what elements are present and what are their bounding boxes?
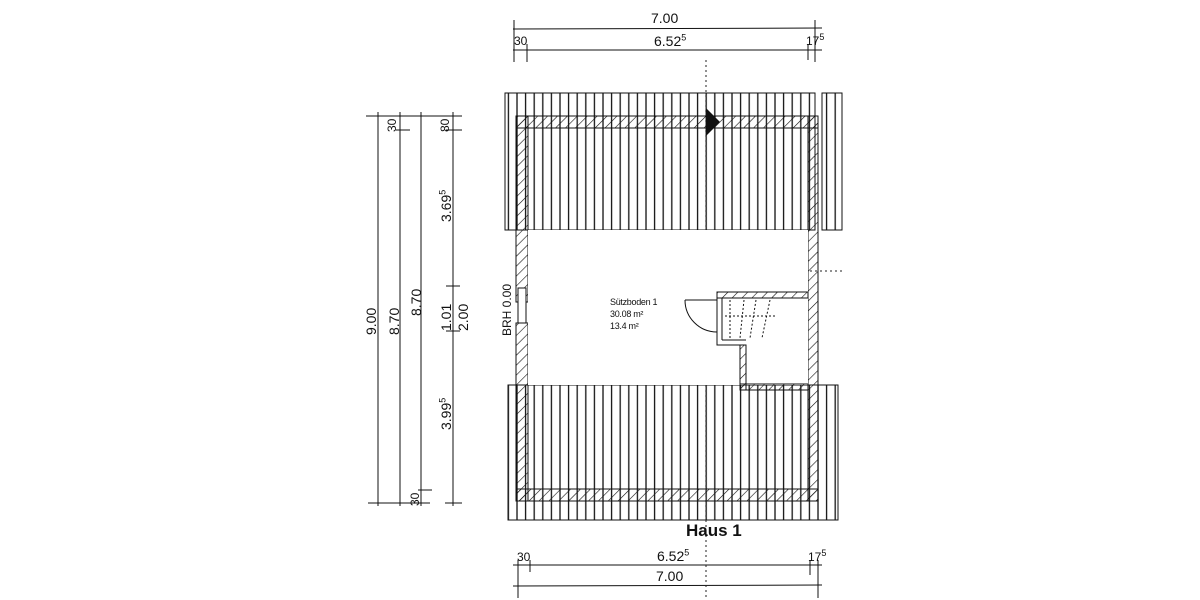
dim-superscript: 5 <box>819 32 825 42</box>
left-dim-1-01: 1.01 <box>438 303 454 331</box>
dim-value: 80 <box>438 118 452 132</box>
dim-superscript: 5 <box>437 397 448 403</box>
section-marker-icon <box>706 108 720 136</box>
left-dim-30-top: 30 <box>385 118 399 132</box>
stair-block <box>684 291 809 391</box>
left-dim-2-00: 2.00 <box>455 303 471 331</box>
left-dim-3-99: 3.995 <box>437 397 454 430</box>
top-dimension-chain <box>512 20 823 62</box>
dim-value: 17 <box>808 550 822 564</box>
left-dim-8-70-a: 8.70 <box>386 307 402 335</box>
dim-value: 17 <box>806 34 820 48</box>
window-sill-height-label: BRH 0.00 <box>500 283 514 336</box>
top-dim-segment-1: 30 <box>514 34 527 48</box>
dim-value: 30 <box>514 34 528 48</box>
bottom-overall-dimension: 7.00 <box>656 568 684 584</box>
bottom-dim-segment-2: 6.525 <box>657 548 689 564</box>
room-label: Sützboden 1 30.08 m² 13.4 m² <box>610 296 658 332</box>
drawing-title: Haus 1 <box>686 521 742 540</box>
dim-superscript: 5 <box>437 189 448 195</box>
dim-superscript: 5 <box>681 32 687 43</box>
left-dim-30-bottom: 30 <box>408 492 422 506</box>
top-overall-dimension: 7.00 <box>651 10 679 26</box>
dim-value: 6.52 <box>657 548 685 564</box>
dim-superscript: 5 <box>684 547 690 558</box>
bottom-dim-segment-3: 175 <box>808 548 827 565</box>
left-dim-8-70-b: 8.70 <box>408 288 424 316</box>
left-dim-80: 80 <box>438 119 452 132</box>
room-area-net: 13.4 m² <box>610 321 639 331</box>
dim-value: 6.52 <box>654 33 682 49</box>
dim-value: 3.69 <box>438 194 454 222</box>
dim-superscript: 5 <box>821 548 827 558</box>
window <box>517 287 527 324</box>
left-dim-9-00: 9.00 <box>363 307 379 335</box>
room-floor <box>528 230 808 385</box>
room-name: Sützboden 1 <box>610 297 658 307</box>
left-dim-3-69: 3.695 <box>437 189 454 222</box>
dim-value: 30 <box>517 550 531 564</box>
dim-value: 3.99 <box>438 402 454 430</box>
top-dim-segment-3: 175 <box>806 32 825 49</box>
walls <box>515 115 819 502</box>
left-dimension-chains <box>366 112 462 506</box>
room-area-gross: 30.08 m² <box>610 309 644 319</box>
bottom-dimension-chain <box>512 560 823 598</box>
top-dim-segment-2: 6.525 <box>654 33 686 49</box>
bottom-dim-segment-1: 30 <box>517 550 530 564</box>
